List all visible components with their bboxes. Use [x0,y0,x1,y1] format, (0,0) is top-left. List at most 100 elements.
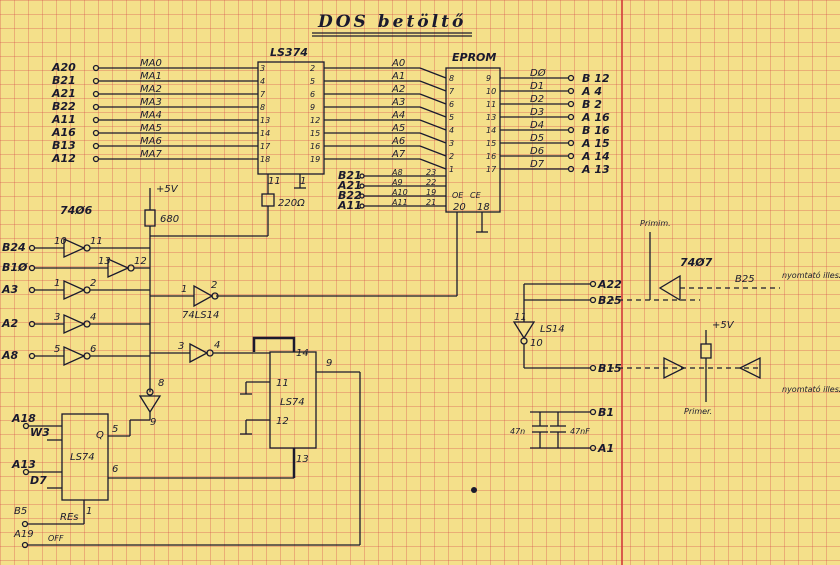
inverter-input-terminal [28,264,36,272]
bus-out-terminal [567,100,575,108]
inverter-in-pin: 10 [54,236,67,247]
ls74-mid-pin12: 12 [276,416,289,427]
ls374-oe-pin: 1 [300,176,306,187]
a19-terminal [21,541,29,549]
ls74-mid-label: LS74 [280,397,305,408]
ff-pin5: 5 [112,424,118,435]
eprom-addr-label: A4 [391,110,405,121]
high-addr-input-label: A21 [337,179,362,192]
ls14-right-pin10: 10 [530,338,543,349]
bus-out-label: A 15 [581,137,610,150]
ls374-eprom-link [419,158,447,170]
eprom-label: EPROM [452,51,496,64]
high-addr-pin: 21 [426,198,436,207]
ff-input-label: W3 [30,426,50,439]
ls374-eprom-link [419,93,447,105]
high-addr-input-label: B22 [338,189,362,202]
high-addr-input-label: B21 [338,169,362,182]
ls74-mid-pin9: 9 [326,358,332,369]
indicator-label-2: nyomtató illesztőnél [782,384,840,394]
vertical-inverter [138,395,162,414]
ls74-bottom-label: LS74 [70,452,95,463]
left-input-terminal [92,129,100,137]
data-line-label: D7 [530,159,545,170]
b25-terminal [589,296,597,304]
eprom-in-pin: 8 [449,74,454,83]
eprom-pin18: 18 [477,202,490,213]
ff-input-terminal [22,468,30,476]
ls14-right-gate [512,321,536,340]
ls74-mid-pin13: 13 [296,454,309,465]
high-addr-label: A10 [391,188,408,197]
bus-out-label: B 12 [582,72,610,85]
ff-pin1: 1 [86,506,92,517]
ls374-out-pin: 5 [310,77,315,86]
bus-out-label: B 2 [582,98,602,111]
inverter-out-pin: 2 [90,278,96,289]
bus-out-label: A 16 [581,111,610,124]
high-addr-terminal [359,193,365,199]
high-addr-pin: 19 [426,188,436,197]
high-addr-label: A11 [391,198,408,207]
ff-res-label: REs [60,512,78,523]
ls14-gate-1 [193,284,214,308]
eprom-in-pin: 7 [449,87,455,96]
inv-7407-label: 74Ø7 [680,256,713,269]
primary-label-2: Primer. [684,407,712,416]
bus-out-label: A 13 [581,163,610,176]
b5-terminal [21,520,29,528]
ls374-in-pin: 3 [260,64,265,73]
data-line-label: DØ [530,67,547,79]
inv-74ls14-label: 74LS14 [182,310,219,321]
ls14-pin1: 1 [181,284,187,295]
ff-input-label: A18 [11,412,36,425]
title: DOS betöltő [317,12,466,32]
inverter-out-pin: 6 [90,344,96,355]
ls14-gate-1-bubble [211,292,219,300]
inverter-gate [63,345,86,367]
high-addr-terminal [359,183,365,189]
eprom-in-pin: 3 [449,139,454,148]
ls374-eprom-link [419,106,447,118]
inverter-in-pin: 13 [98,256,111,267]
vertical-inv-pin9: 9 [150,417,156,428]
b5-label: B5 [14,506,27,517]
off-label: OFF [48,534,64,543]
eprom-out-pin: 16 [486,152,496,161]
bus-out-label: B 16 [582,124,610,137]
eprom-out-pin: 9 [486,74,491,83]
high-addr-label: A9 [391,178,403,187]
ls14-pin2: 2 [211,280,217,291]
data-line-label: D1 [530,81,544,92]
data-line-label: D3 [530,107,544,118]
ls374-eprom-link [419,145,447,157]
ff-pin6: 6 [112,464,118,475]
eprom-addr-label: A3 [391,97,405,108]
inverter-out-pin: 11 [90,236,103,247]
left-input-terminal [92,103,100,111]
eprom-out-pin: 15 [486,139,496,148]
ls374-in-pin: 17 [260,142,271,151]
ls374-in-pin: 18 [260,155,270,164]
ff-input-label: A13 [11,458,36,471]
data-line-label: D4 [530,120,544,131]
ma-signal-label: MA6 [140,136,162,147]
ma-signal-label: MA3 [140,97,162,108]
left-input-label: B22 [52,100,76,113]
eprom-addr-label: A2 [391,84,405,95]
bus-out-label: A 4 [581,85,602,98]
vertical-inv-pin8: 8 [158,378,164,389]
primary-label-1: Primim. [640,219,671,228]
ls374-eprom-link [419,80,447,92]
eprom-in-pin: 6 [449,100,454,109]
b25r-label: B25 [735,274,755,285]
bus-out-terminal [567,74,575,82]
eprom-out-pin: 10 [486,87,496,96]
ma-signal-label: MA4 [140,110,162,121]
high-addr-terminal [359,203,365,209]
bus-out-label: A 14 [581,150,610,163]
inverter-gate [63,279,86,301]
right-buffer-gate-2 [738,356,761,380]
ls374-out-pin: 15 [310,129,320,138]
